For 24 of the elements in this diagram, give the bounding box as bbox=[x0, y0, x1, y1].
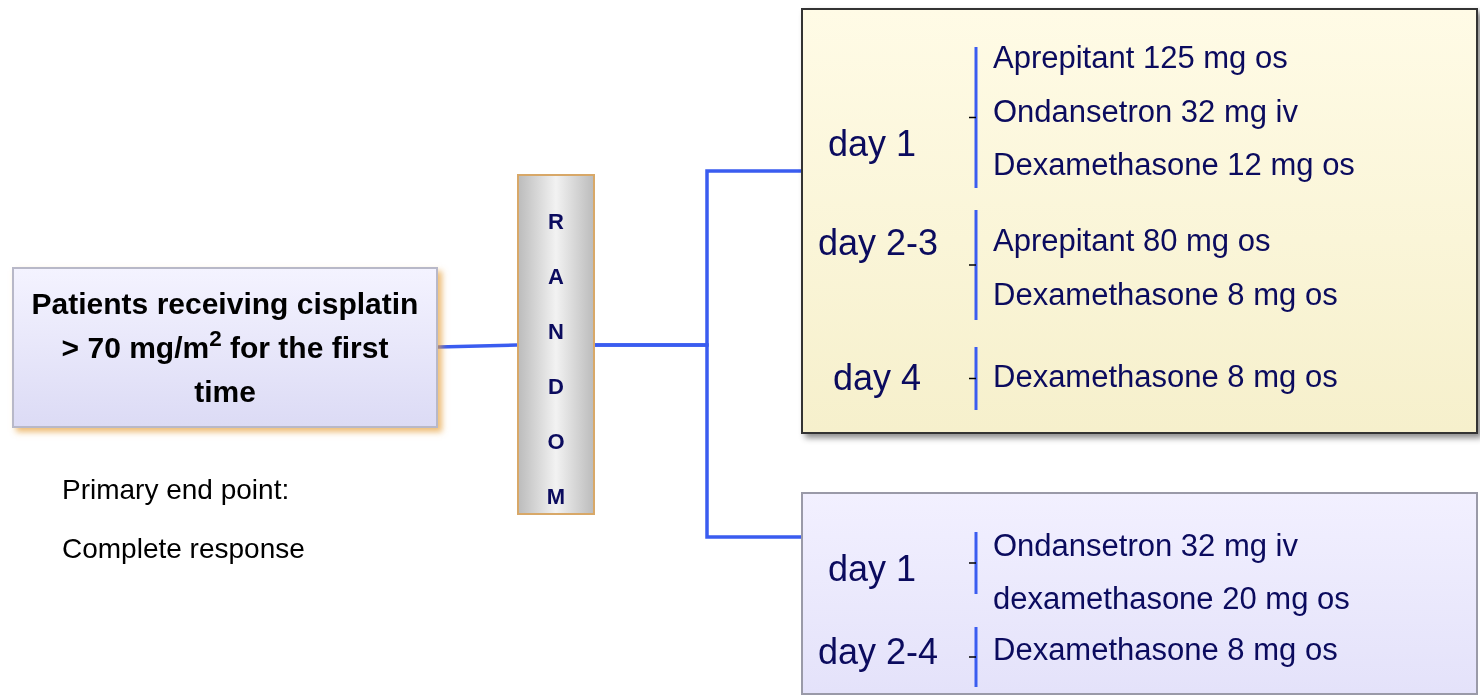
patients-text: Patients receiving cisplatin > 70 mg/m$^{2}$ for the first time bbox=[30, 285, 420, 410]
drug-dose-text: dexamethasone 20 mg os bbox=[993, 583, 1350, 614]
note-text: Complete response bbox=[62, 535, 305, 563]
connector-line bbox=[437, 343, 518, 349]
connector-line bbox=[595, 343, 801, 539]
day-label: day 1 bbox=[828, 126, 917, 162]
drug-dose-text: Dexamethasone 8 mg os bbox=[993, 279, 1338, 310]
drug-dose-text: Aprepitant 125 mg os bbox=[993, 42, 1288, 73]
day-label: day 2-4 bbox=[818, 634, 939, 670]
drug-dose-text: Aprepitant 80 mg os bbox=[993, 225, 1271, 256]
day-label: day 4 bbox=[833, 360, 922, 396]
day-label: day 2-3 bbox=[818, 225, 939, 261]
drug-dose-text: Ondansetron 32 mg iv bbox=[993, 530, 1298, 561]
regimen-box bbox=[801, 8, 1478, 434]
randomization-box bbox=[517, 174, 595, 515]
patients-box bbox=[12, 267, 438, 428]
regimen-box bbox=[801, 492, 1478, 695]
note-text: Primary end point: bbox=[62, 476, 290, 504]
vertical-text: RANDOM bbox=[545, 208, 567, 511]
day-label: day 1 bbox=[828, 551, 917, 587]
drug-dose-text: Dexamethasone 8 mg os bbox=[993, 361, 1338, 392]
drug-dose-text: Dexamethasone 12 mg os bbox=[993, 149, 1355, 180]
drug-dose-text: Dexamethasone 8 mg os bbox=[993, 634, 1338, 665]
drug-dose-text: Ondansetron 32 mg iv bbox=[993, 96, 1298, 127]
